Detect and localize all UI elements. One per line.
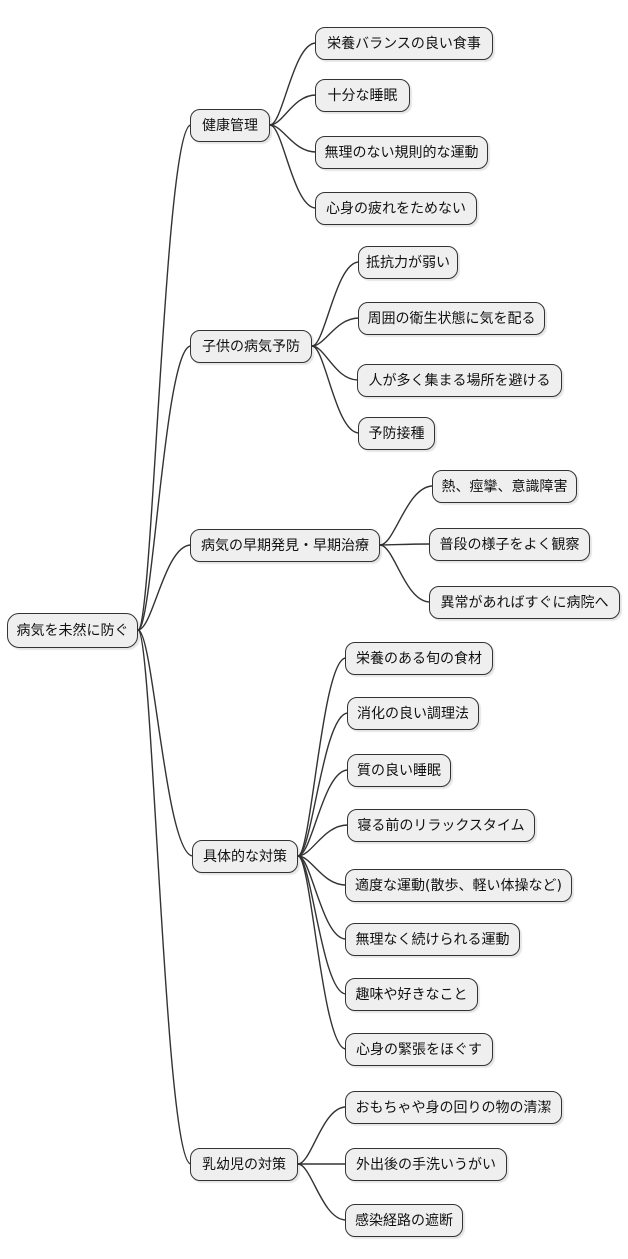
mindmap-edge [269, 124, 317, 209]
mindmap-leaf-node: 栄養バランスの良い食事 [315, 27, 493, 60]
mindmap-branch-node: 子供の病気予防 [190, 330, 312, 363]
mindmap-root-node: 病気を未然に防ぐ [7, 613, 138, 648]
mindmap-edge [269, 94, 317, 126]
mindmap-edge [297, 657, 347, 857]
mindmap-branch-node: 具体的な対策 [192, 840, 298, 873]
mindmap-edge [137, 544, 192, 631]
mindmap-edge [137, 629, 192, 1165]
mindmap-edge [137, 345, 192, 631]
mindmap-leaf-node: 消化の良い調理法 [347, 697, 479, 730]
mindmap-leaf-node: 寝る前のリラックスタイム [347, 809, 535, 842]
mindmap-leaf-node: 適度な運動(散歩、軽い体操など) [345, 869, 572, 902]
mindmap-edge [311, 345, 359, 381]
mindmap-edge [297, 1163, 347, 1221]
mindmap-edge [297, 712, 349, 857]
mindmap-edge [379, 544, 431, 603]
mindmap-leaf-node: 感染経路の遮断 [345, 1204, 463, 1237]
mindmap-leaf-node: 予防接種 [358, 417, 435, 450]
mindmap-edge [379, 485, 434, 546]
mindmap-edge [297, 824, 349, 857]
mindmap-leaf-node: 無理なく続けられる運動 [345, 923, 520, 956]
mindmap-edge [311, 261, 360, 347]
mindmap-edge [311, 345, 360, 434]
mindmap-branch-node: 病気の早期発見・早期治療 [190, 529, 380, 562]
mindmap-leaf-node: 無理のない規則的な運動 [315, 136, 488, 169]
mindmap-edge [297, 855, 347, 940]
mindmap-leaf-node: 外出後の手洗いうがい [345, 1148, 507, 1181]
mindmap-edge [269, 42, 317, 126]
mindmap-edge [269, 124, 317, 153]
mindmap-branch-node: 健康管理 [190, 109, 270, 142]
mindmap-leaf-node: 心身の緊張をほぐす [345, 1033, 493, 1066]
mindmap-leaf-node: 心身の疲れをためない [315, 192, 477, 225]
mindmap-edge [137, 629, 194, 857]
mindmap-leaf-node: 普段の様子をよく観察 [429, 528, 590, 561]
mindmap-branch-node: 乳幼児の対策 [190, 1148, 298, 1181]
mindmap-leaf-node: 抵抗力が弱い [358, 246, 458, 279]
mindmap-edge [379, 543, 431, 546]
mindmap-edge [297, 855, 347, 1050]
mindmap-leaf-node: 異常があればすぐに病院へ [429, 586, 620, 619]
mindmap-leaf-node: 栄養のある旬の食材 [345, 642, 493, 675]
mindmap-leaf-node: 周囲の衛生状態に気を配る [358, 302, 545, 335]
mindmap-edge [297, 769, 349, 857]
mindmap-edge [137, 124, 192, 631]
mindmap-edge [297, 1106, 347, 1165]
mindmap-leaf-node: 人が多く集まる場所を避ける [357, 364, 562, 397]
mindmap-leaf-node: 十分な睡眠 [315, 79, 410, 112]
mindmap-edge [297, 855, 347, 886]
mindmap-leaf-node: 熱、痙攣、意識障害 [432, 470, 577, 503]
mindmap-leaf-node: 趣味や好きなこと [345, 978, 478, 1011]
mindmap-edge [311, 317, 360, 347]
mindmap-leaf-node: おもちゃや身の回りの物の清潔 [345, 1091, 562, 1124]
mindmap-leaf-node: 質の良い睡眠 [347, 754, 451, 787]
